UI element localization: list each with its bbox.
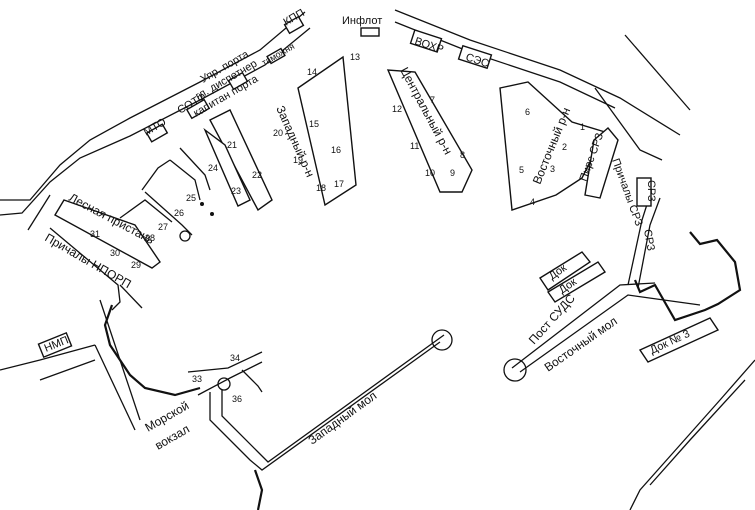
soto-box	[185, 98, 211, 120]
berth-33: 33	[192, 374, 202, 384]
srz-pier	[584, 127, 619, 199]
berth-24: 24	[208, 163, 218, 173]
berth-22: 22	[252, 170, 262, 180]
berth-7: 7	[430, 95, 435, 105]
berth-numbers: 1 2 3 4 5 6 7 8 9 10 11 12 13 14 15 16 1…	[90, 52, 585, 404]
berth-14: 14	[307, 67, 317, 77]
berth-9: 9	[450, 168, 455, 178]
berth-20: 20	[273, 128, 283, 138]
berth-12: 12	[392, 104, 402, 114]
label-post-suds: Пост СУДС	[526, 291, 578, 347]
berth-31: 31	[90, 229, 100, 239]
berth-2: 2	[562, 142, 567, 152]
okhr-box	[409, 29, 443, 53]
berth-16: 16	[331, 145, 341, 155]
berth-1: 1	[580, 122, 585, 132]
ses-box	[457, 44, 493, 70]
marine-station-berth	[187, 351, 263, 396]
berth-30: 30	[110, 248, 120, 258]
berth-34: 34	[230, 353, 240, 363]
mto-box	[145, 123, 169, 143]
western-mole-lighthouse	[431, 329, 453, 351]
srz-box	[636, 177, 652, 207]
shore-curve	[103, 304, 201, 397]
berth-11: 11	[410, 141, 419, 151]
berth-17: 17	[334, 179, 344, 189]
berth-4: 4	[530, 197, 535, 207]
tamozhnya-box	[266, 47, 286, 65]
berth-19: 19	[293, 155, 303, 165]
berth-8: 8	[460, 150, 465, 160]
kapitan-box	[227, 71, 249, 91]
berth-25: 25	[186, 193, 196, 203]
label-infflot: Инфлот	[342, 15, 382, 27]
berth-18: 18	[316, 183, 326, 193]
label-srz-road: СРЗ	[641, 228, 657, 252]
western-mole	[209, 329, 453, 471]
coastline	[253, 231, 755, 510]
western-district-pier	[297, 55, 357, 207]
eastern-mole	[503, 194, 701, 382]
berth-10: 10	[425, 168, 435, 178]
berth-27: 27	[158, 222, 168, 232]
west-piers	[49, 109, 273, 311]
berth-36: 36	[232, 394, 242, 404]
infflot-box	[360, 27, 380, 37]
berth-6: 6	[525, 107, 530, 117]
label-zapadny-mol: Западный мол	[306, 388, 380, 447]
eastern-mole-lighthouse	[503, 358, 527, 382]
berth-13: 13	[350, 52, 360, 62]
label-srz-box: СРЗ	[645, 180, 657, 202]
berth-28: 28	[145, 233, 155, 243]
berth-23: 23	[231, 186, 241, 196]
berth-15: 15	[309, 119, 319, 129]
kpp-box	[283, 15, 305, 35]
central-district-pier	[386, 69, 473, 193]
berth-21: 21	[227, 140, 237, 150]
nmp-box	[37, 331, 73, 359]
berth-5: 5	[519, 165, 524, 175]
docks	[539, 251, 720, 363]
berth-3: 3	[550, 164, 555, 174]
berth-29: 29	[131, 260, 141, 270]
berth-26: 26	[174, 208, 184, 218]
